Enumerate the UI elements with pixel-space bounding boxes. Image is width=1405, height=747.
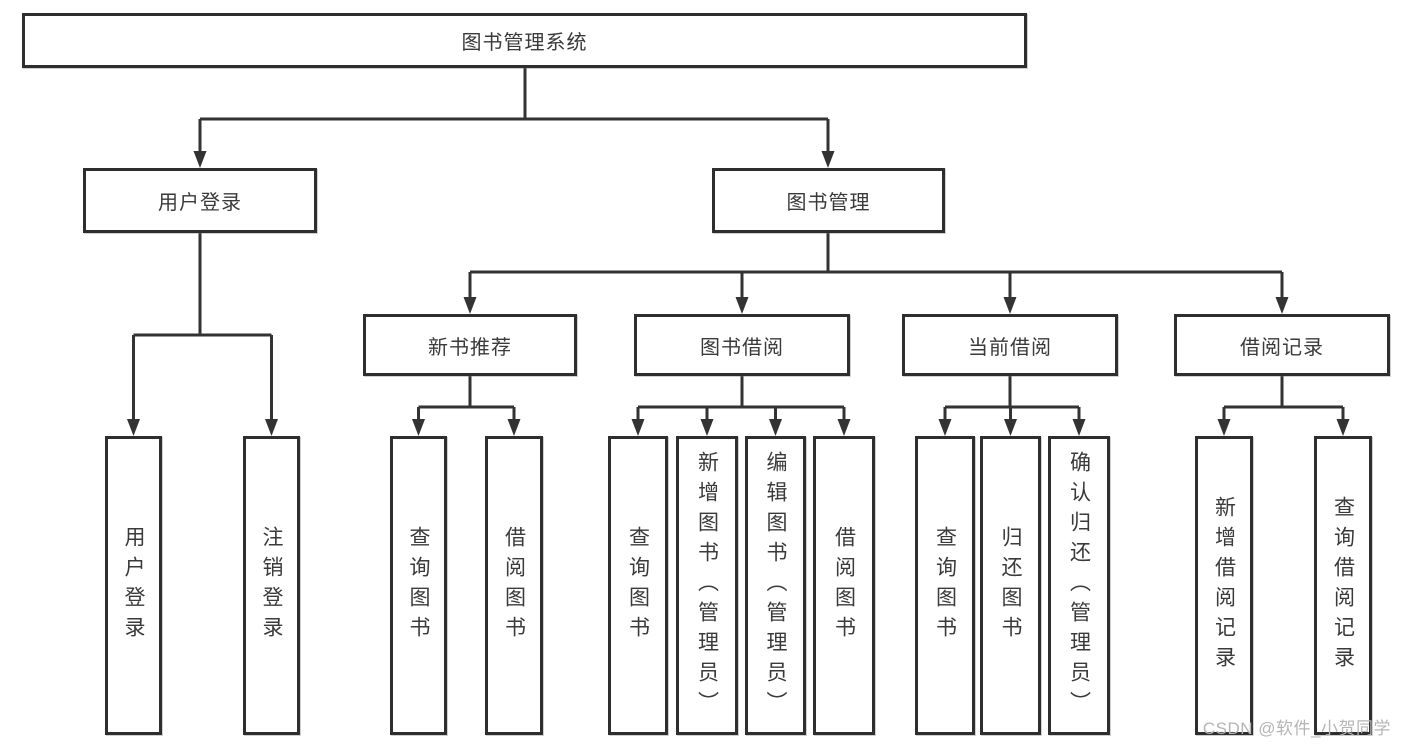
leaf-add-borrow-record-label: 新增借阅记录: [1212, 495, 1236, 676]
node-book-borrowing-label: 图书借阅: [700, 336, 784, 359]
node-user-login-label: 用户登录: [158, 192, 242, 214]
leaf-borrow-query-books: 查询图书: [608, 436, 668, 735]
leaf-confirm-return-admin-label: 确认归还（管理员）: [1067, 450, 1091, 721]
leaf-borrow-query-books-label: 查询图书: [626, 525, 650, 646]
leaf-edit-book-admin: 编辑图书（管理员）: [745, 436, 806, 735]
leaf-add-borrow-record: 新增借阅记录: [1195, 436, 1253, 735]
node-current-borrowing: 当前借阅: [902, 314, 1118, 376]
leaf-borrow-books: 借阅图书: [813, 436, 875, 735]
leaf-logout: 注销登录: [243, 436, 300, 735]
leaf-recommend-query-books-label: 查询图书: [407, 525, 430, 646]
leaf-recommend-borrow-books: 借阅图书: [485, 436, 543, 735]
node-book-borrowing: 图书借阅: [634, 314, 850, 376]
node-new-book-recommend: 新书推荐: [363, 314, 577, 376]
arrowheads: [127, 151, 1350, 436]
leaf-add-book-admin: 新增图书（管理员）: [676, 436, 738, 735]
leaf-current-query-books: 查询图书: [915, 436, 975, 735]
leaf-user-login-label: 用户登录: [122, 525, 145, 646]
leaf-edit-book-admin-label: 编辑图书（管理员）: [764, 450, 787, 721]
csdn-watermark: CSDN @软件_小贺同学: [1202, 719, 1391, 738]
node-user-login: 用户登录: [83, 168, 317, 233]
node-current-borrowing-label: 当前借阅: [968, 336, 1052, 359]
leaf-add-book-admin-label: 新增图书（管理员）: [695, 450, 719, 721]
node-borrowing-records: 借阅记录: [1174, 314, 1390, 376]
node-new-book-recommend-label: 新书推荐: [428, 336, 512, 359]
node-root-label: 图书管理系统: [461, 32, 588, 54]
leaf-recommend-borrow-books-label: 借阅图书: [502, 525, 526, 646]
leaf-confirm-return-admin: 确认归还（管理员）: [1048, 436, 1110, 735]
leaf-current-query-books-label: 查询图书: [933, 525, 957, 646]
node-borrowing-records-label: 借阅记录: [1240, 336, 1324, 359]
leaf-recommend-query-books: 查询图书: [390, 436, 447, 735]
node-root-system: 图书管理系统: [22, 13, 1027, 68]
leaf-user-login: 用户登录: [105, 436, 162, 735]
leaf-borrow-books-label: 借阅图书: [832, 525, 856, 646]
leaf-logout-label: 注销登录: [260, 525, 283, 646]
leaf-return-books: 归还图书: [980, 436, 1041, 735]
node-book-management: 图书管理: [712, 168, 945, 233]
leaf-return-books-label: 归还图书: [999, 525, 1022, 646]
node-book-management-label: 图书管理: [786, 192, 871, 214]
leaf-query-borrow-record: 查询借阅记录: [1314, 436, 1372, 735]
leaf-query-borrow-record-label: 查询借阅记录: [1331, 495, 1355, 676]
